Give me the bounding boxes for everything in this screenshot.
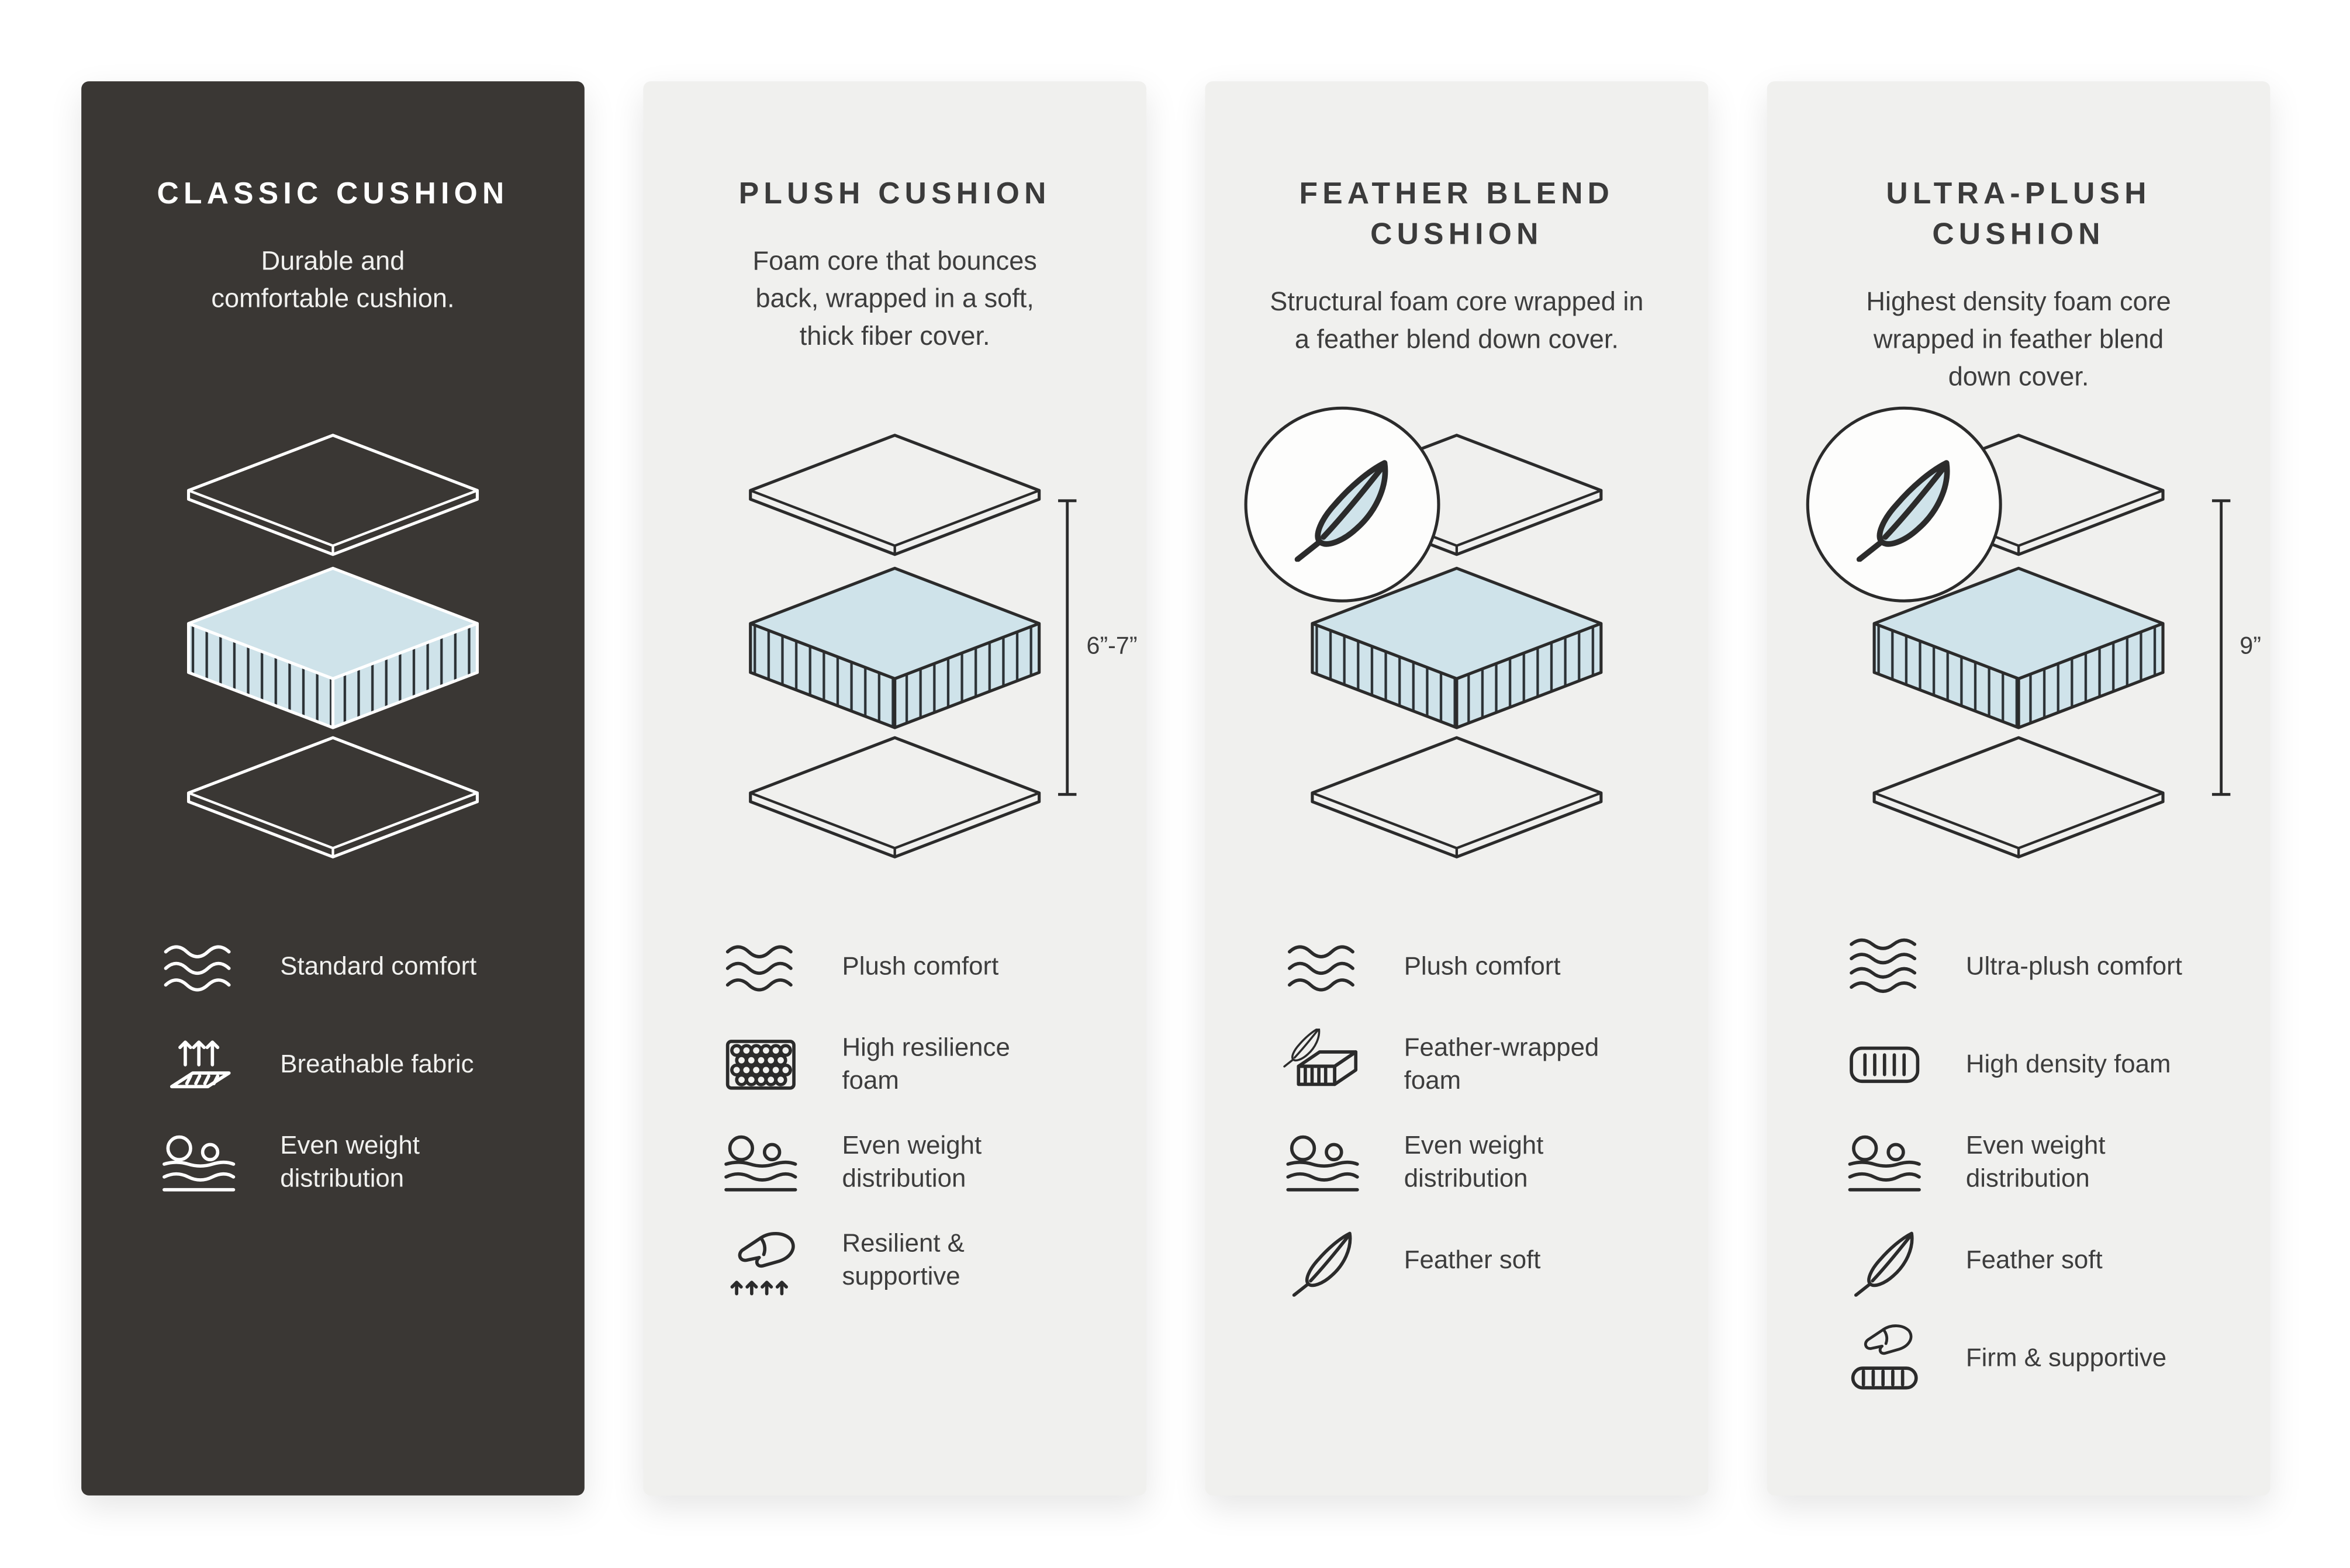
panel-plush-cushion: PLUSH CUSHION Foam core that bounces bac… xyxy=(643,81,1147,1496)
feather-badge xyxy=(1244,406,1440,603)
feature-label: Standard comfort xyxy=(280,951,477,981)
panel-title: ULTRA-PLUSH CUSHION xyxy=(1886,178,2151,252)
panel-title: FEATHER BLEND CUSHION xyxy=(1299,178,1615,252)
feature-label: Even weight distribution xyxy=(1965,1131,2106,1193)
firm-icon xyxy=(1843,1323,1927,1395)
feature-label: Resilient & supportive xyxy=(842,1228,965,1291)
feature-row: Plush comfort xyxy=(718,931,1128,1003)
panel-header: ULTRA-PLUSH CUSHION Highest density foam… xyxy=(1767,175,2270,428)
cushion-diagram-area xyxy=(1205,406,1709,880)
feather-badge xyxy=(1806,406,2002,603)
wave4-icon xyxy=(1843,931,1927,1003)
weight-icon xyxy=(1843,1127,1927,1199)
panel-header: PLUSH CUSHION Foam core that bounces bac… xyxy=(643,175,1146,428)
height-value: 9” xyxy=(2240,634,2261,660)
feather-icon xyxy=(1838,448,1971,561)
cushion-diagram-area: 6”-7” xyxy=(643,428,1146,880)
height-measurement: 9” xyxy=(2210,488,2261,807)
cushion-layers-diagram xyxy=(144,428,521,864)
feature-label: Feather-wrapped foam xyxy=(1404,1033,1599,1095)
wave-icon xyxy=(718,931,803,1003)
height-value: 6”-7” xyxy=(1086,634,1138,660)
foam-cells-icon xyxy=(718,1029,803,1101)
panel-feather-blend-cushion: FEATHER BLEND CUSHION Structural foam co… xyxy=(1205,81,1709,1496)
weight-icon xyxy=(1280,1127,1364,1199)
feature-row: Even weight distribution xyxy=(1843,1127,2252,1199)
feature-row: Plush comfort xyxy=(1280,931,1690,1003)
feature-list: Plush comfort High resilience foam Even … xyxy=(643,931,1146,1297)
weight-icon xyxy=(718,1127,803,1199)
cushion-diagram-area: 9” xyxy=(1767,406,2270,880)
feature-label: Feather soft xyxy=(1965,1245,2103,1274)
feature-list: Ultra-plush comfort High density foam Ev… xyxy=(1767,931,2270,1395)
feature-row: Resilient & supportive xyxy=(718,1224,1128,1297)
feature-row: Even weight distribution xyxy=(718,1127,1128,1199)
feature-row: Feather soft xyxy=(1843,1224,2252,1297)
feature-list: Standard comfort Breathable fabric Even … xyxy=(81,931,585,1199)
feather-icon xyxy=(1276,448,1409,561)
breathable-icon xyxy=(157,1029,241,1101)
feature-label: Even weight distribution xyxy=(842,1131,982,1193)
feather-foam-icon xyxy=(1280,1029,1364,1101)
feature-row: High density foam xyxy=(1843,1029,2252,1101)
panel-title: PLUSH CUSHION xyxy=(738,178,1051,211)
feature-list: Plush comfort Feather-wrapped foam Even … xyxy=(1205,931,1709,1297)
dimension-line-icon xyxy=(2211,499,2230,796)
panel-description: Durable and comfortable cushion. xyxy=(211,245,455,313)
feather-icon xyxy=(1280,1224,1364,1297)
feature-row: Ultra-plush comfort xyxy=(1843,931,2252,1003)
feature-row: Firm & supportive xyxy=(1843,1323,2252,1395)
density-foam-icon xyxy=(1843,1029,1927,1101)
feature-label: High resilience foam xyxy=(842,1033,1010,1095)
cushion-diagram-area xyxy=(81,428,585,880)
feather-icon xyxy=(1843,1224,1927,1297)
panel-ultra-plush-cushion: ULTRA-PLUSH CUSHION Highest density foam… xyxy=(1767,81,2270,1496)
feature-label: Firm & supportive xyxy=(1965,1343,2167,1372)
feature-label: Ultra-plush comfort xyxy=(1965,951,2182,981)
feature-label: High density foam xyxy=(1965,1049,2171,1078)
feature-row: High resilience foam xyxy=(718,1029,1128,1101)
feature-row: Even weight distribution xyxy=(157,1127,566,1199)
panel-description: Structural foam core wrapped in a feathe… xyxy=(1270,286,1644,354)
feature-label: Even weight distribution xyxy=(1404,1131,1544,1193)
feature-row: Standard comfort xyxy=(157,931,566,1003)
weight-icon xyxy=(157,1127,241,1199)
cushion-layers-diagram xyxy=(707,428,1083,864)
height-measurement: 6”-7” xyxy=(1056,488,1138,807)
wave-icon xyxy=(1280,931,1364,1003)
panel-description: Highest density foam core wrapped in fea… xyxy=(1866,286,2171,392)
feature-row: Even weight distribution xyxy=(1280,1127,1690,1199)
panel-header: FEATHER BLEND CUSHION Structural foam co… xyxy=(1205,175,1709,428)
wave-icon xyxy=(157,931,241,1003)
resilient-icon xyxy=(718,1224,803,1297)
panel-description: Foam core that bounces back, wrapped in … xyxy=(752,245,1037,351)
dimension-line-icon xyxy=(1058,499,1077,796)
feature-label: Even weight distribution xyxy=(280,1131,420,1193)
feature-row: Feather soft xyxy=(1280,1224,1690,1297)
panel-title: CLASSIC CUSHION xyxy=(157,178,509,211)
feature-label: Plush comfort xyxy=(842,951,999,981)
panel-header: CLASSIC CUSHION Durable and comfortable … xyxy=(81,175,585,428)
feature-label: Breathable fabric xyxy=(280,1049,474,1078)
feature-label: Plush comfort xyxy=(1404,951,1561,981)
feature-label: Feather soft xyxy=(1404,1245,1541,1274)
feature-row: Feather-wrapped foam xyxy=(1280,1029,1690,1101)
feature-row: Breathable fabric xyxy=(157,1029,566,1101)
panel-classic-cushion: CLASSIC CUSHION Durable and comfortable … xyxy=(81,81,585,1496)
